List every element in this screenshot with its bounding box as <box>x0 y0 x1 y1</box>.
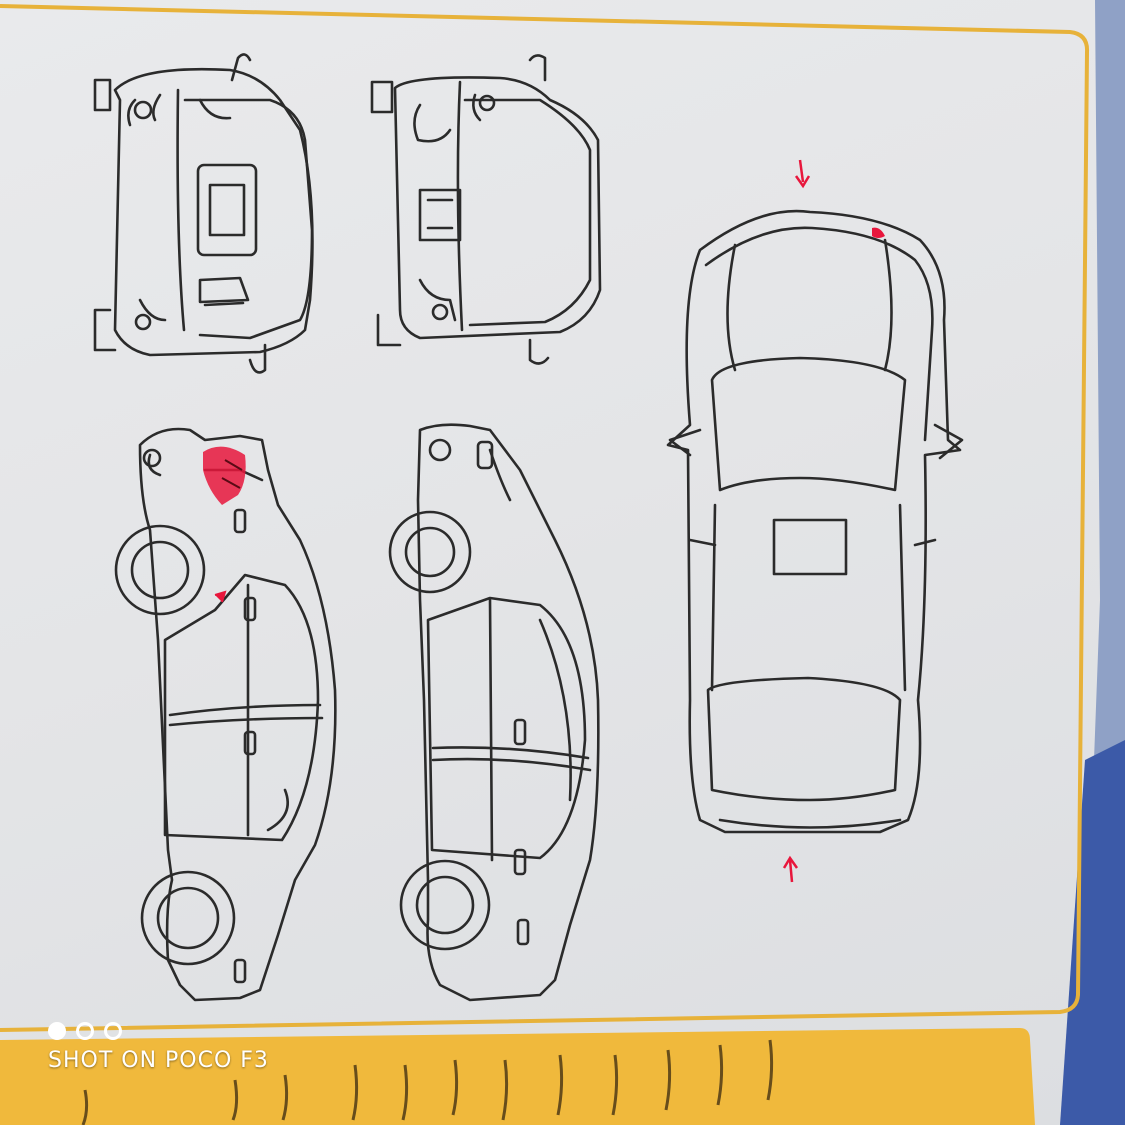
red-mark-left-side <box>203 446 246 603</box>
rear-view <box>93 53 314 374</box>
dot-empty <box>104 1022 122 1040</box>
watermark-dots <box>48 1022 269 1040</box>
red-arrow-top <box>794 159 811 189</box>
left-side-view <box>114 427 337 1002</box>
top-view <box>666 209 964 834</box>
damage-marks <box>203 159 885 883</box>
red-arrow-bottom <box>782 855 799 883</box>
front-view <box>370 54 602 365</box>
rtl-text-lines <box>81 1039 774 1125</box>
dot-filled <box>48 1022 66 1040</box>
dot-empty <box>76 1022 94 1040</box>
card-border <box>0 4 1090 1032</box>
watermark-text: SHOT ON POCO F3 <box>48 1048 269 1073</box>
right-side-view <box>388 423 600 1002</box>
camera-watermark: SHOT ON POCO F3 <box>48 1022 269 1073</box>
background-poster <box>1060 0 1125 1125</box>
info-bar <box>0 1028 1035 1125</box>
red-mark-roof <box>872 227 885 238</box>
